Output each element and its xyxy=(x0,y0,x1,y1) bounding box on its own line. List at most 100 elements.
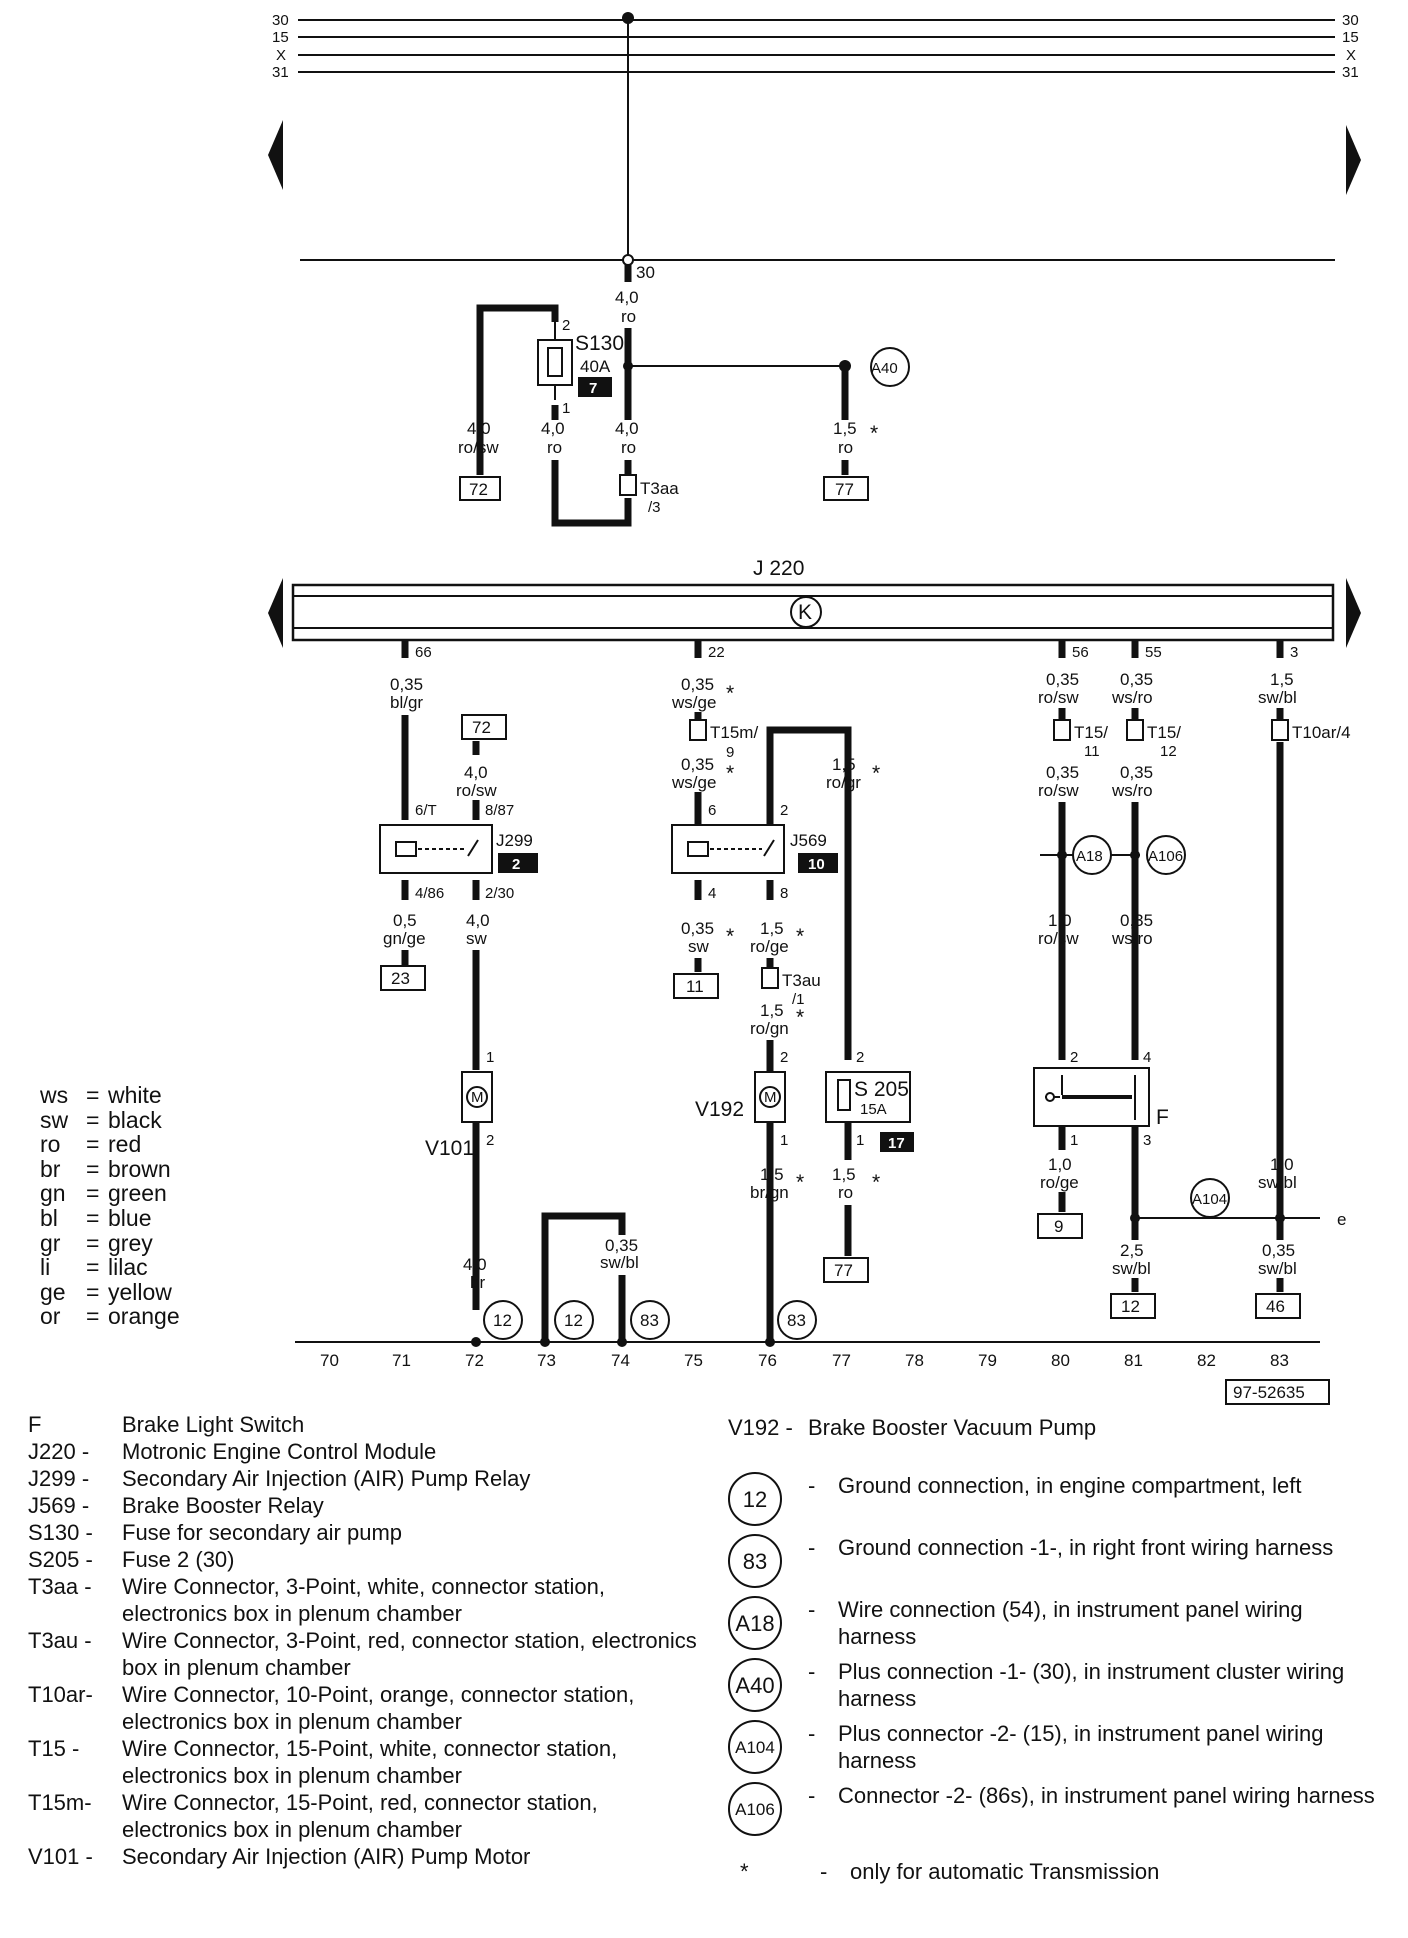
color-legend-item: or=orange xyxy=(40,1303,180,1330)
ground-node-83-b xyxy=(777,1300,817,1340)
switch-f-out-right-size: 2,5 xyxy=(1120,1241,1144,1260)
ruler-78: 78 xyxy=(905,1351,924,1370)
j299-out-left-color: gn/ge xyxy=(383,929,426,948)
component-item: A106-Connector -2- (86s), in instrument … xyxy=(728,1782,1378,1844)
v101-name: V101 xyxy=(425,1137,474,1160)
component-item: A18-Wire connection (54), in instrument … xyxy=(728,1596,1378,1658)
switch-f-out-left-color: ro/ge xyxy=(1040,1173,1079,1192)
j569-feed-size: 1,5 xyxy=(832,755,856,774)
j569-feed-color: ro/gr xyxy=(826,773,861,792)
t3aa-pin: /3 xyxy=(648,499,661,516)
ruler-80: 80 xyxy=(1051,1351,1070,1370)
color-legend-item: li=lilac xyxy=(40,1254,148,1281)
ground-node-83-a xyxy=(630,1300,670,1340)
t15m-pin: 9 xyxy=(726,744,734,761)
component-list-right: V192 -Brake Booster Vacuum Pump 12-Groun… xyxy=(728,1414,1378,1920)
bus-label-right-15: 15 xyxy=(1342,29,1359,46)
bus-label-left-x: X xyxy=(276,47,286,64)
s130-slot: 7 xyxy=(589,380,597,397)
ground-node-12-b xyxy=(554,1300,594,1340)
ground-12-symbol: 12 xyxy=(728,1472,782,1526)
component-item: 12-Ground connection, in engine compartm… xyxy=(728,1472,1378,1534)
t3au-name: T3au xyxy=(782,971,821,990)
node-a40-label: A40 xyxy=(871,360,898,377)
component-item: T3au -Wire Connector, 3-Point, red, conn… xyxy=(28,1628,697,1680)
v101-wire-size: 4,0 xyxy=(463,1255,487,1274)
t15-12-pin: 12 xyxy=(1160,743,1177,760)
j299-slot: 2 xyxy=(512,856,520,873)
v192-wire-color: br/gn xyxy=(750,1183,789,1202)
a104-e-label: e xyxy=(1337,1210,1346,1229)
bus-lines: 30 15 X 31 30 15 X 31 xyxy=(272,12,1359,81)
j569-out-right-star: * xyxy=(796,925,804,948)
component-item: T15 -Wire Connector, 15-Point, white, co… xyxy=(28,1736,618,1788)
t3au-pin: /1 xyxy=(792,991,805,1008)
ecm-name: J 220 xyxy=(753,557,804,580)
connector-t15-11 xyxy=(1053,719,1071,741)
v192-wire-size: 1,5 xyxy=(760,1165,784,1184)
v192-pin-bottom: 1 xyxy=(780,1132,788,1149)
color-legend-item: br=brown xyxy=(40,1155,171,1182)
c55-c-size: 0,35 xyxy=(1120,911,1153,930)
ground-73-size: 0,35 xyxy=(605,1236,638,1255)
a40-wire-color: ro xyxy=(838,438,853,457)
node-a106 xyxy=(1146,835,1186,875)
c55-a-color: ws/ro xyxy=(1111,688,1153,707)
j569-out-right-color: ro/ge xyxy=(750,937,789,956)
j569-pin-6: 6 xyxy=(708,802,716,819)
j299-pin-230: 2/30 xyxy=(485,885,514,902)
s130-name: S130 xyxy=(575,332,624,355)
s205-wire-ref: 77 xyxy=(834,1261,853,1280)
ruler-83: 83 xyxy=(1270,1351,1289,1370)
connector-t10ar xyxy=(1271,719,1289,741)
ruler-75: 75 xyxy=(684,1351,703,1370)
c3-a-color: sw/bl xyxy=(1258,688,1297,707)
v192-pin-top: 2 xyxy=(780,1049,788,1066)
c56-a-color: ro/sw xyxy=(1038,688,1079,707)
bus-label-left-30: 30 xyxy=(272,12,289,29)
v101-pin-bottom: 2 xyxy=(486,1132,494,1149)
component-item: T3aa -Wire Connector, 3-Point, white, co… xyxy=(28,1574,606,1626)
c55-b-size: 0,35 xyxy=(1120,763,1153,782)
c56-c-size: 1,0 xyxy=(1048,911,1072,930)
color-legend-item: gn=green xyxy=(40,1180,167,1207)
c22-b-star: * xyxy=(726,762,734,785)
s205-name: S 205 xyxy=(854,1078,909,1101)
v192-wire-star: * xyxy=(796,1171,804,1194)
wire-fuse-out-size: 4,0 xyxy=(541,419,565,438)
s130-pin-top: 2 xyxy=(562,317,570,334)
ruler-74: 74 xyxy=(611,1351,630,1370)
v101-pin-top: 1 xyxy=(486,1049,494,1066)
c3-c-color: sw/bl xyxy=(1258,1259,1297,1278)
connector-t15-12 xyxy=(1126,719,1144,741)
connector-t3au xyxy=(761,967,779,989)
ruler-82: 82 xyxy=(1197,1351,1216,1370)
node-a18 xyxy=(1072,835,1112,875)
color-legend-item: ws=white xyxy=(40,1082,162,1108)
c22-a-star: * xyxy=(726,682,734,705)
connector-t15m xyxy=(689,719,707,741)
terminal-30-label: 30 xyxy=(636,263,655,282)
j299-pin-887: 8/87 xyxy=(485,802,514,819)
j569-pin-8: 8 xyxy=(780,885,788,902)
j299-out-right-size: 4,0 xyxy=(466,911,490,930)
c22-a-color: ws/ge xyxy=(671,693,716,712)
node-a104-symbol: A104 xyxy=(728,1720,782,1774)
wire-left-size: 4,0 xyxy=(467,419,491,438)
t15-12-name: T15/ xyxy=(1147,723,1181,742)
component-item: A104-Plus connector -2- (15), in instrum… xyxy=(728,1720,1378,1782)
j569-slot: 10 xyxy=(808,856,825,873)
node-a40-symbol: A40 xyxy=(728,1658,782,1712)
c3-b-size: 1,0 xyxy=(1270,1155,1294,1174)
ruler-73: 73 xyxy=(537,1351,556,1370)
wire-left-color: ro/sw xyxy=(458,438,499,457)
c55-a-size: 0,35 xyxy=(1120,670,1153,689)
j299-out-right-color: sw xyxy=(466,929,488,948)
j569-name: J569 xyxy=(790,831,827,850)
left-arrow-ecm xyxy=(268,578,283,648)
pin-22: 22 xyxy=(708,644,725,661)
c56-c-color: ro/sw xyxy=(1038,929,1079,948)
switch-f-pin-3: 3 xyxy=(1143,1132,1151,1149)
j299-feed-ref: 72 xyxy=(472,718,491,737)
